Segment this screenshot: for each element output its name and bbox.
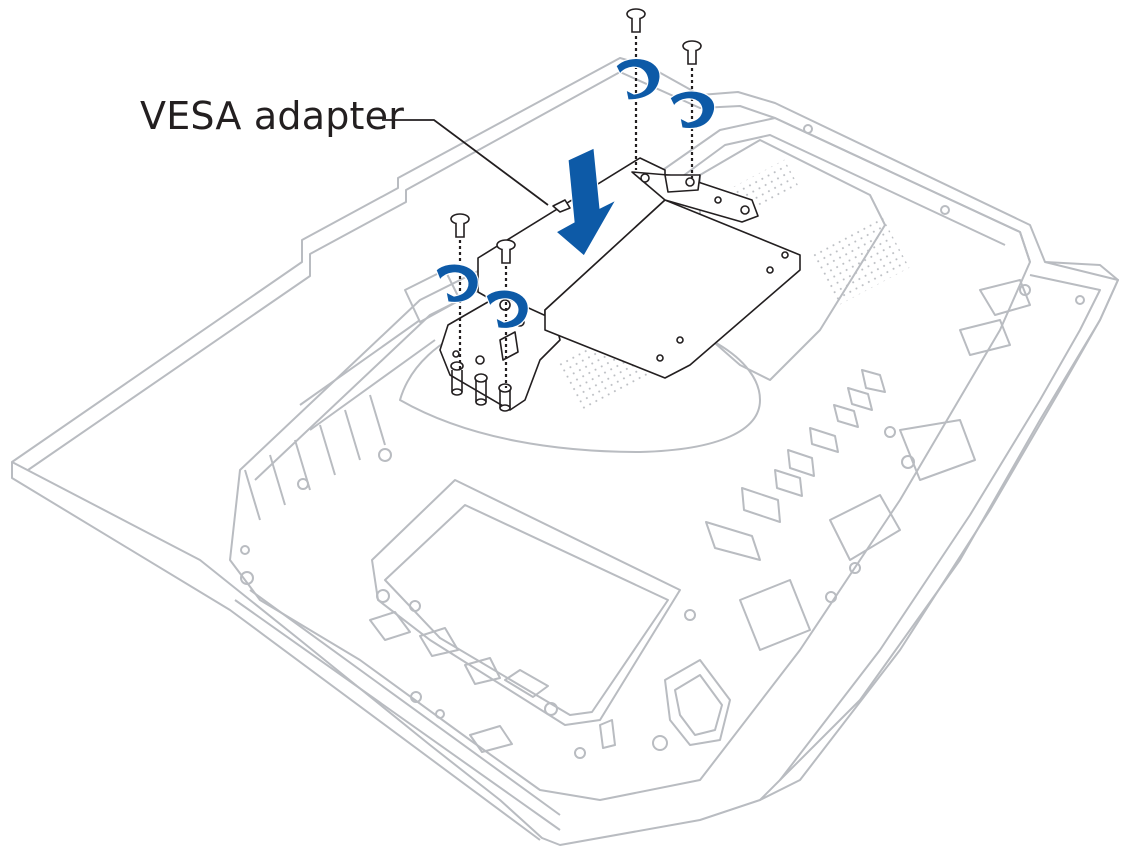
adapter-legs (451, 370, 511, 408)
hinge-part (664, 659, 731, 746)
rotate-arrow-icon (615, 57, 661, 101)
speaker-right (739, 419, 976, 651)
drive-tray (384, 504, 669, 716)
rotate-arrow-icon (485, 289, 529, 330)
cable-channel (959, 279, 1031, 356)
drive-bay (371, 479, 681, 726)
rotate-arrow-icon (669, 90, 716, 130)
chassis-small-parts (369, 611, 616, 753)
callout-leader-line (382, 119, 549, 206)
left-ribs (244, 394, 386, 521)
screw-icon (682, 40, 702, 65)
io-ports (705, 369, 886, 561)
left-rail (234, 319, 561, 831)
rotate-arrow-icon (435, 263, 479, 304)
insert-arrow-icon (554, 147, 618, 257)
vesa-adapter (439, 157, 801, 412)
screw-icon (496, 239, 516, 264)
adapter-label-arrow (552, 199, 571, 213)
adapter-holes (452, 173, 789, 365)
inner-tray (229, 117, 1031, 801)
mounting-screws (450, 8, 702, 388)
vesa-adapter-label: VESA adapter (140, 94, 405, 138)
screw-icon (450, 213, 470, 238)
back-cover-bottom-edge (11, 462, 541, 841)
chassis-screw-holes (240, 124, 1085, 759)
adapter-slot (499, 331, 519, 361)
right-frame (759, 261, 1119, 801)
screw-icon (626, 8, 646, 33)
drive-label (504, 669, 549, 698)
adapter-right-tab (664, 174, 701, 193)
rotation-arrows (435, 57, 716, 330)
adapter-top-plate (544, 199, 801, 379)
computer-chassis (11, 57, 1119, 846)
back-cover-outline (11, 57, 1119, 846)
